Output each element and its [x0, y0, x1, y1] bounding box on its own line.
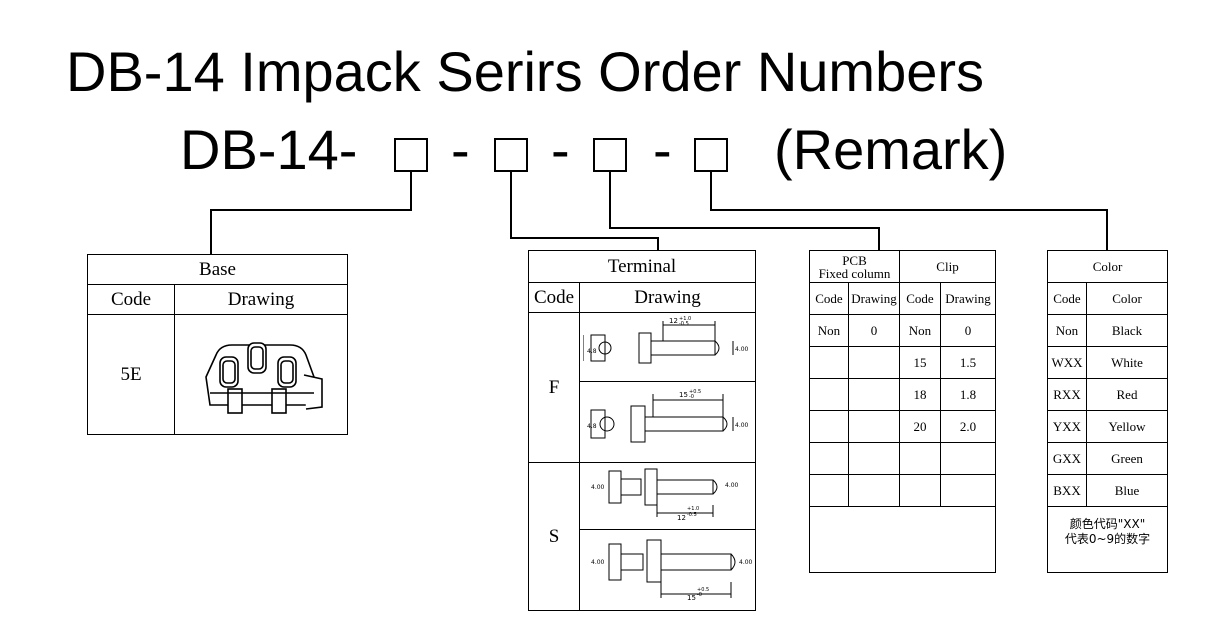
clip-drawing: 1.8: [940, 378, 996, 411]
terminal-code-s: S: [528, 462, 580, 611]
base-table: Base Code Drawing 5E: [87, 254, 348, 435]
order-separator: -: [653, 118, 672, 181]
pcb-col-code: Code: [809, 282, 849, 315]
terminal-col-drawing: Drawing: [579, 282, 756, 313]
color-name: Yellow: [1086, 410, 1168, 443]
terminal-drawing-f2: 15 +0.5 -0 4.8 4.00: [579, 381, 756, 463]
base-col-code: Code: [87, 284, 175, 315]
clip-code: 15: [899, 346, 941, 379]
terminal-header: Terminal: [528, 250, 756, 283]
dim-12: 12: [669, 317, 678, 325]
base-code-box: [394, 138, 428, 172]
dim-15: 15: [687, 594, 696, 602]
dim-4-00: 4.00: [725, 482, 739, 489]
pcb-header-line2: Fixed column: [818, 265, 891, 281]
pcb-header-line1: PCB: [842, 252, 867, 268]
clip-drawing: 2.0: [940, 410, 996, 443]
page-title: DB-14 Impack Serirs Order Numbers: [66, 40, 985, 103]
color-header: Color: [1047, 250, 1168, 283]
color-code: Non: [1047, 314, 1087, 347]
dim-tol15-minus: -0: [689, 394, 694, 400]
color-code: BXX: [1047, 474, 1087, 507]
dim-tol-minus: -0.5: [687, 512, 697, 518]
color-code: WXX: [1047, 346, 1087, 379]
terminal-drawing-s1: 12 +1.0 -0.5 4.00 4.00: [579, 462, 756, 530]
clip-code: Non: [899, 314, 941, 347]
pcb-header: PCB Fixed column: [809, 250, 900, 283]
base-col-drawing: Drawing: [174, 284, 348, 315]
base-connector: [210, 172, 412, 255]
pcb-clip-table: PCB Fixed column Clip Code Drawing Code …: [809, 250, 996, 573]
color-note: 颜色代码"XX" 代表0~9的数字: [1047, 506, 1168, 573]
color-name: Blue: [1086, 474, 1168, 507]
dim-4-00: 4.00: [591, 559, 605, 566]
color-col-code: Code: [1047, 282, 1087, 315]
terminal-drawing-s2: 15 +0.5 -0 4.00 4.00: [579, 529, 756, 611]
color-name: Black: [1086, 314, 1168, 347]
color-col-color: Color: [1086, 282, 1168, 315]
color-code: GXX: [1047, 442, 1087, 475]
pcb-clip-code-box: [593, 138, 627, 172]
dim-tol-minus: -0.5: [679, 321, 689, 327]
pcb-empty-footer: [809, 506, 996, 573]
color-name: White: [1086, 346, 1168, 379]
base-header: Base: [87, 254, 348, 285]
pcb-connector: [609, 172, 880, 250]
clip-code: 18: [899, 378, 941, 411]
pcb-drawing: 0: [848, 314, 900, 347]
terminal-code-f: F: [528, 312, 580, 463]
order-separator: -: [551, 118, 570, 181]
clip-drawing: 0: [940, 314, 996, 347]
terminal-table: Terminal Code Drawing F 12: [528, 250, 756, 611]
terminal-col-code: Code: [528, 282, 580, 313]
clip-drawing: 1.5: [940, 346, 996, 379]
color-code-box: [694, 138, 728, 172]
color-code: RXX: [1047, 378, 1087, 411]
base-drawing-cell: [174, 314, 348, 435]
clip-col-code: Code: [899, 282, 941, 315]
pcb-col-drawing: Drawing: [848, 282, 900, 315]
dim-4-8: 4.8: [587, 423, 597, 430]
dim-4-00: 4.00: [739, 559, 753, 566]
color-note-line1: 颜色代码"XX": [1069, 517, 1146, 531]
dim-tol15-plus: +0.5: [697, 587, 709, 593]
dim-4-8: 4.8: [587, 348, 597, 355]
pcb-code: Non: [809, 314, 849, 347]
terminal-drawing-f1: 12 +1.0 -0.5 4.8 4.00: [579, 312, 756, 382]
order-prefix: DB-14-: [180, 118, 358, 181]
dim-4-00: 4.00: [735, 346, 749, 353]
color-note-line2: 代表0~9的数字: [1064, 532, 1151, 546]
terminal-s-12mm-drawing: 12 +1.0 -0.5 4.00 4.00: [591, 468, 739, 522]
dim-tol15-minus: -0: [697, 592, 702, 598]
terminal-code-box: [494, 138, 528, 172]
dim-15: 15: [679, 391, 688, 399]
terminal-f-12mm-drawing: 12 +1.0 -0.5 4.8 4.00: [582, 316, 749, 364]
dim-tol-plus: +1.0: [687, 506, 699, 512]
terminal-s-15mm-drawing: 15 +0.5 -0 4.00 4.00: [591, 539, 753, 602]
dim-tol15-plus: +0.5: [689, 389, 701, 395]
dim-4-00: 4.00: [735, 422, 749, 429]
color-name: Red: [1086, 378, 1168, 411]
terminal-connector: [510, 172, 659, 250]
dim-12: 12: [677, 514, 686, 522]
order-separator: -: [451, 118, 470, 181]
color-name: Green: [1086, 442, 1168, 475]
dim-4-00: 4.00: [591, 484, 605, 491]
terminal-f-15mm-drawing: 15 +0.5 -0 4.8 4.00: [587, 389, 749, 443]
base-code-5e: 5E: [87, 314, 175, 435]
order-remark: (Remark): [774, 118, 1008, 181]
color-connector: [710, 172, 1108, 250]
socket-drawing: [205, 341, 323, 414]
clip-col-drawing: Drawing: [940, 282, 996, 315]
clip-code: 20: [899, 410, 941, 443]
clip-header: Clip: [899, 250, 996, 283]
dim-tol-plus: +1.0: [679, 316, 691, 322]
color-code: YXX: [1047, 410, 1087, 443]
